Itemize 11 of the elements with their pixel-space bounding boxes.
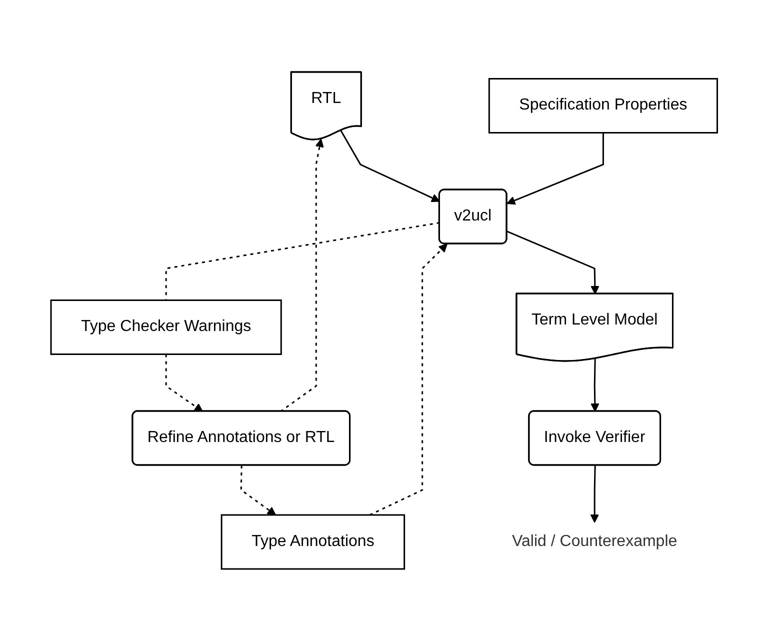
node-box: Specification Properties [488,78,718,133]
arrow [240,464,276,515]
node-text: Valid / Counterexample [512,532,678,550]
arrow [507,230,600,294]
node-box: Type Checker Warnings [50,299,282,354]
arrow [507,132,604,204]
arrow [590,358,600,412]
arrow [166,354,204,412]
node-box: Type Annotations [221,514,406,570]
arrow [340,130,440,202]
arrow [590,464,600,522]
